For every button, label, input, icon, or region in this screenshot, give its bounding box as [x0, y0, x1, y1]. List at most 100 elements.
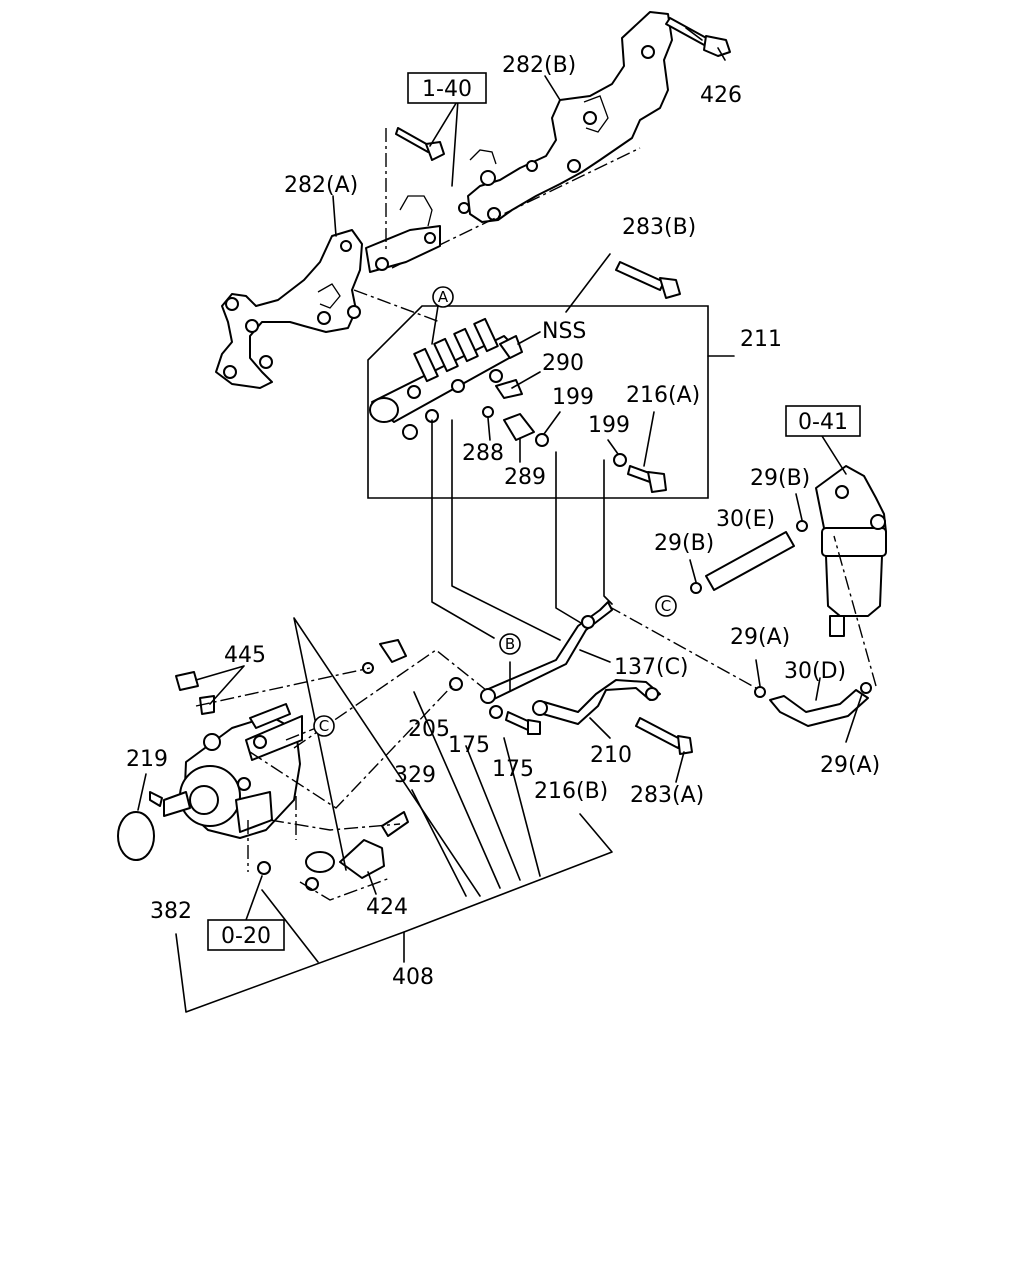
bracket-rail-line [353, 289, 441, 323]
svg-text:0-41: 0-41 [798, 410, 848, 435]
svg-text:A: A [438, 288, 449, 306]
leader-408-a [293, 617, 481, 897]
bolt-216a [627, 465, 667, 493]
fuel-pipe-210 [532, 679, 661, 725]
svg-text:B: B [505, 635, 515, 653]
label-29b-top: 29(B) [750, 466, 810, 491]
leader-205 [413, 691, 501, 889]
common-rail [369, 317, 523, 440]
bracket-1-40 [365, 195, 441, 273]
svg-text:C: C [661, 597, 671, 615]
pump-guide-g [299, 877, 391, 901]
leader-nss [517, 331, 541, 345]
marker-c-filter: C [655, 595, 677, 617]
label-137c: 137(C) [614, 655, 689, 680]
feed-pipe-d [603, 459, 613, 605]
label-30e: 30(E) [716, 507, 775, 532]
label-445: 445 [224, 643, 266, 668]
filter-hose-link [833, 535, 877, 687]
label-282b: 282(B) [502, 53, 576, 78]
leader-29b-top [795, 493, 803, 521]
rail-assembly-box [367, 305, 709, 499]
leader-408-0-20 [261, 889, 319, 963]
o-ring-219 [117, 811, 155, 861]
label-210: 210 [590, 743, 632, 768]
svg-text:0-20: 0-20 [221, 924, 271, 949]
leader-426 [717, 47, 726, 61]
label-29b-left: 29(B) [654, 531, 714, 556]
leader-29a-bottom [845, 693, 863, 743]
label-329: 329 [394, 763, 436, 788]
pump-guide-b [293, 649, 487, 749]
pump-guide-a [195, 667, 371, 707]
marker-a: A [432, 286, 454, 308]
pipe-hose-link [607, 605, 757, 689]
leader-199b [607, 439, 619, 455]
ref-box-0-41: 0-41 [785, 405, 861, 437]
leader-210 [589, 717, 611, 739]
label-283b: 283(B) [622, 215, 696, 240]
leader-0-41 [821, 435, 847, 475]
label-216a: 216(A) [626, 383, 700, 408]
leader-29a-top [755, 659, 761, 687]
bolt-1-40 [395, 127, 445, 161]
bracket-282a [215, 229, 363, 389]
label-30d: 30(D) [784, 659, 846, 684]
fuel-pipe-137c [480, 601, 613, 704]
pump-guide-h [285, 727, 317, 741]
pump-guide-f [269, 819, 401, 831]
leader-282b [544, 75, 561, 101]
leader-216a [643, 411, 655, 467]
bolt-216b [505, 711, 541, 735]
assembly-bracket-382-408 [175, 813, 613, 1013]
label-175a: 175 [448, 733, 490, 758]
leader-329 [411, 789, 467, 897]
label-199b: 199 [588, 413, 630, 438]
leader-282a [332, 195, 337, 237]
leader-30d [815, 677, 821, 701]
washer-199a [535, 433, 549, 447]
leader-283b [565, 253, 611, 313]
label-282a: 282(A) [284, 173, 358, 198]
bolt-283a [635, 717, 693, 755]
label-424: 424 [366, 895, 408, 920]
pressure-sensor-290 [495, 379, 523, 399]
pin-219 [149, 791, 163, 807]
leader-199a [543, 411, 561, 435]
leader-219 [137, 773, 147, 811]
label-nss: NSS [542, 319, 586, 344]
leader-marker-a [431, 305, 439, 345]
label-283a: 283(A) [630, 783, 704, 808]
connector-205 [379, 639, 407, 663]
bolt-283b [615, 261, 681, 299]
label-290: 290 [542, 351, 584, 376]
label-199a: 199 [552, 385, 594, 410]
feed-pipe-b [451, 419, 561, 641]
washer-175b [489, 705, 503, 719]
ref-box-1-40: 1-40 [407, 72, 487, 104]
leader-29b-left [689, 559, 697, 583]
label-288: 288 [462, 441, 504, 466]
leader-137c [579, 649, 611, 663]
relief-valve-289 [503, 413, 535, 441]
label-175b: 175 [492, 757, 534, 782]
label-408: 408 [392, 965, 434, 990]
label-29a-bottom: 29(A) [820, 753, 880, 778]
label-382: 382 [150, 899, 192, 924]
bolt-426 [665, 17, 731, 57]
feed-pipe-c [555, 451, 587, 627]
leader-283a [675, 751, 685, 783]
supply-pump [163, 703, 303, 839]
bracket-282b [458, 11, 673, 223]
label-205: 205 [408, 717, 450, 742]
leader-0-20 [245, 875, 263, 921]
leader-290 [511, 371, 541, 389]
leader-288 [487, 417, 491, 441]
valve-424 [305, 811, 409, 891]
label-219: 219 [126, 747, 168, 772]
svg-text:1-40: 1-40 [422, 77, 472, 102]
nut-0-20 [257, 861, 271, 875]
ref-box-0-20: 0-20 [207, 919, 285, 951]
pump-guide-c [249, 685, 453, 809]
